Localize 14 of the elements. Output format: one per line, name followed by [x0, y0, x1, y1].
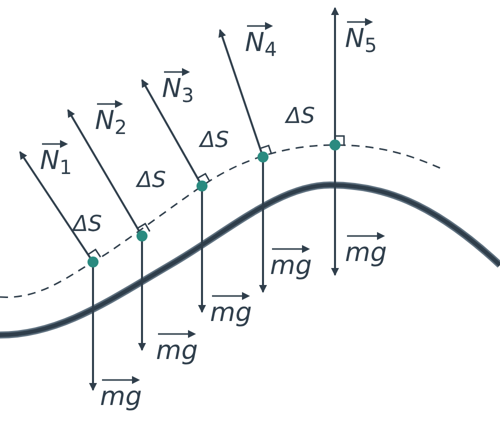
physics-symbol: mg [156, 338, 198, 364]
physics-symbol: ΔS [73, 212, 102, 238]
physics-symbol: N$_{5}$ [345, 26, 377, 52]
physics-symbol: mg [270, 253, 312, 279]
physics-symbol: ΔS [137, 168, 166, 194]
physics-symbol: N$_{4}$ [245, 30, 277, 56]
physics-symbol: N$_{3}$ [162, 76, 194, 102]
physics-symbol: ΔS [200, 128, 230, 154]
physics-symbol: N$_{2}$ [95, 108, 127, 134]
physics-symbol: mg [210, 300, 252, 326]
physics-symbol: ΔS [286, 104, 316, 130]
physics-symbol: mg [100, 384, 142, 410]
physics-symbol: mg [345, 240, 387, 266]
physics-symbol: N$_{1}$ [40, 148, 72, 174]
